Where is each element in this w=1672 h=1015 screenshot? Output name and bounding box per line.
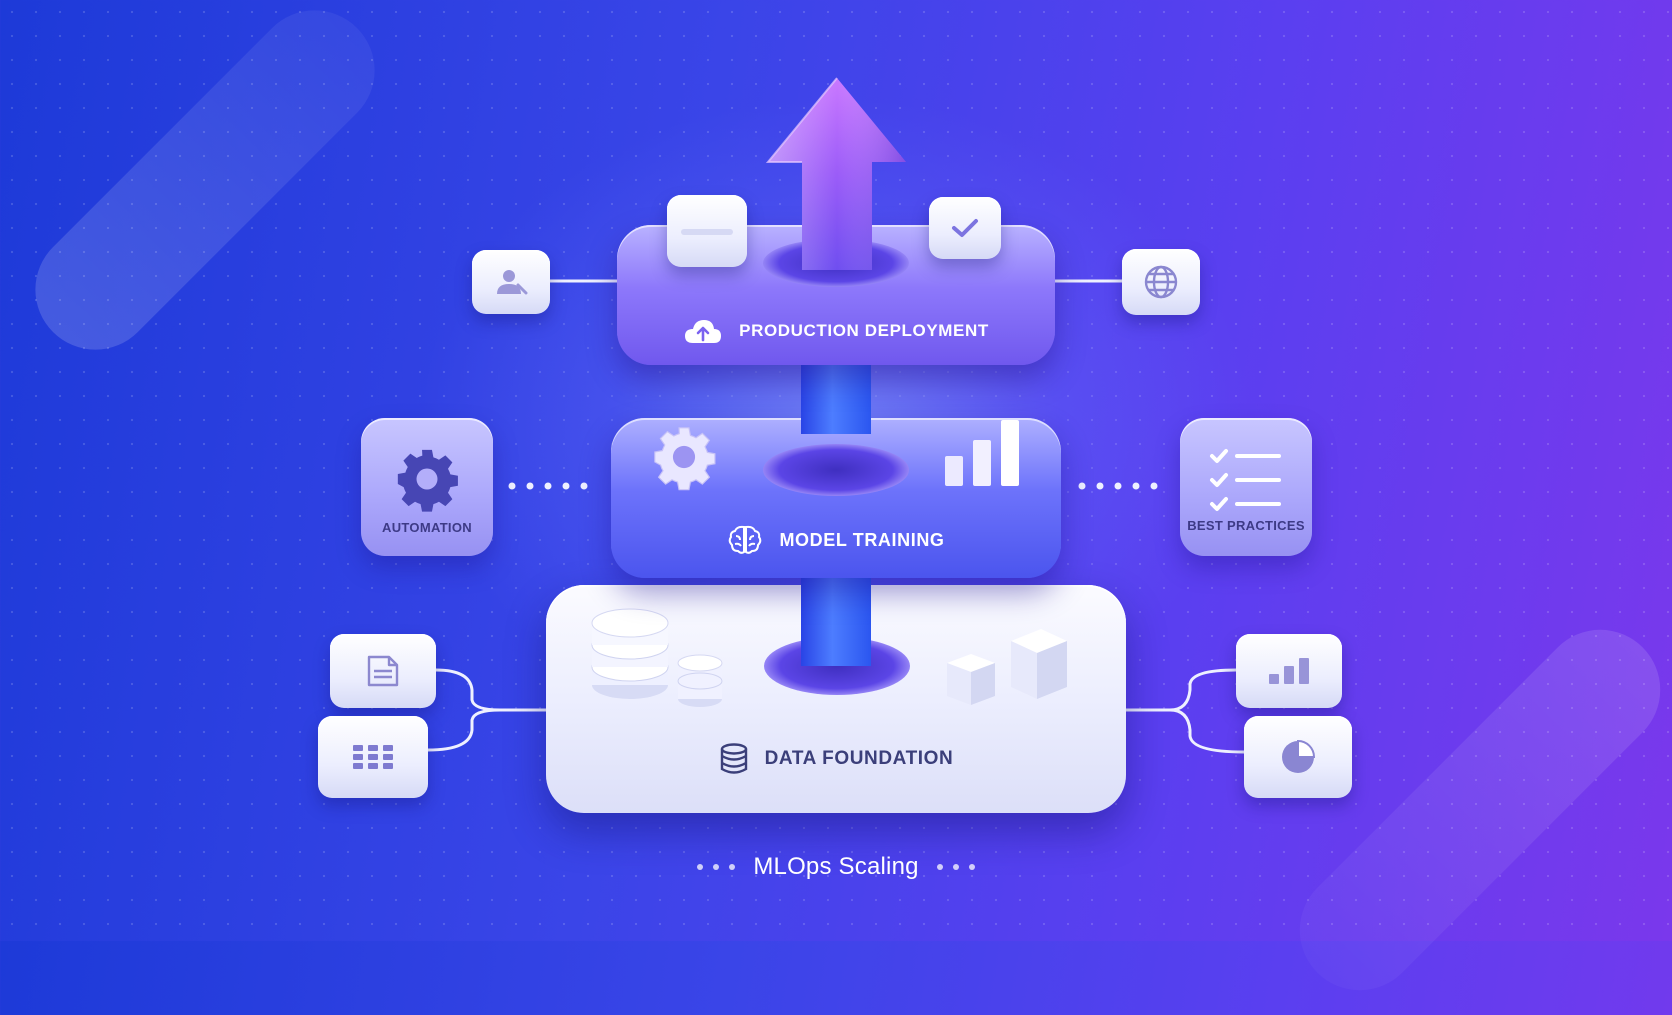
bar-chart-icon [1269, 658, 1309, 684]
globe-chip [1122, 249, 1200, 315]
footer-dots-right [936, 864, 975, 870]
checkmark-box-icon [929, 197, 1001, 259]
data-foundation-layer: DATA FOUNDATION [546, 585, 1126, 813]
best-practices-tile: BEST PRACTICES [1180, 418, 1312, 556]
grid-icon [353, 745, 393, 769]
user-chip [472, 250, 550, 314]
scaling-pillar-upper [801, 360, 871, 434]
server-box-icon [667, 195, 747, 267]
user-icon [497, 270, 528, 295]
grid-chip [318, 716, 428, 798]
brain-icon [727, 524, 763, 556]
model-training-label: MODEL TRAINING [611, 524, 1061, 556]
automation-tile: AUTOMATION [361, 418, 493, 556]
model-training-layer: MODEL TRAINING [611, 418, 1061, 578]
scaling-arrow-icon [765, 77, 906, 270]
pie-chart-icon [1282, 739, 1316, 773]
gear-3d-icon [654, 427, 716, 491]
footer-title: MLOps Scaling [753, 853, 919, 880]
database-stack-icon [591, 608, 723, 707]
connector-lines [426, 279, 1246, 754]
cubes-icon [947, 629, 1067, 705]
gear-icon [397, 449, 458, 512]
best-practices-label: BEST PRACTICES [1187, 518, 1305, 533]
automation-label: AUTOMATION [382, 520, 472, 535]
footer: MLOps Scaling [0, 853, 1672, 881]
bar-chart-chip [1236, 634, 1342, 708]
model-layer-socket [763, 444, 909, 496]
document-icon [367, 655, 399, 687]
footer-dots-left [697, 864, 736, 870]
checklist-icon [1210, 449, 1281, 511]
globe-icon [1144, 265, 1178, 299]
scaling-pillar-lower [801, 574, 871, 666]
document-chip [330, 634, 436, 708]
database-icon [719, 743, 749, 775]
pie-chart-chip [1244, 716, 1352, 798]
cloud-upload-icon [683, 317, 723, 345]
production-deployment-layer: PRODUCTION DEPLOYMENT [617, 195, 1055, 365]
data-foundation-label: DATA FOUNDATION [546, 743, 1126, 775]
production-deployment-label: PRODUCTION DEPLOYMENT [617, 317, 1055, 345]
bar-chart-3d-icon [945, 420, 1019, 486]
